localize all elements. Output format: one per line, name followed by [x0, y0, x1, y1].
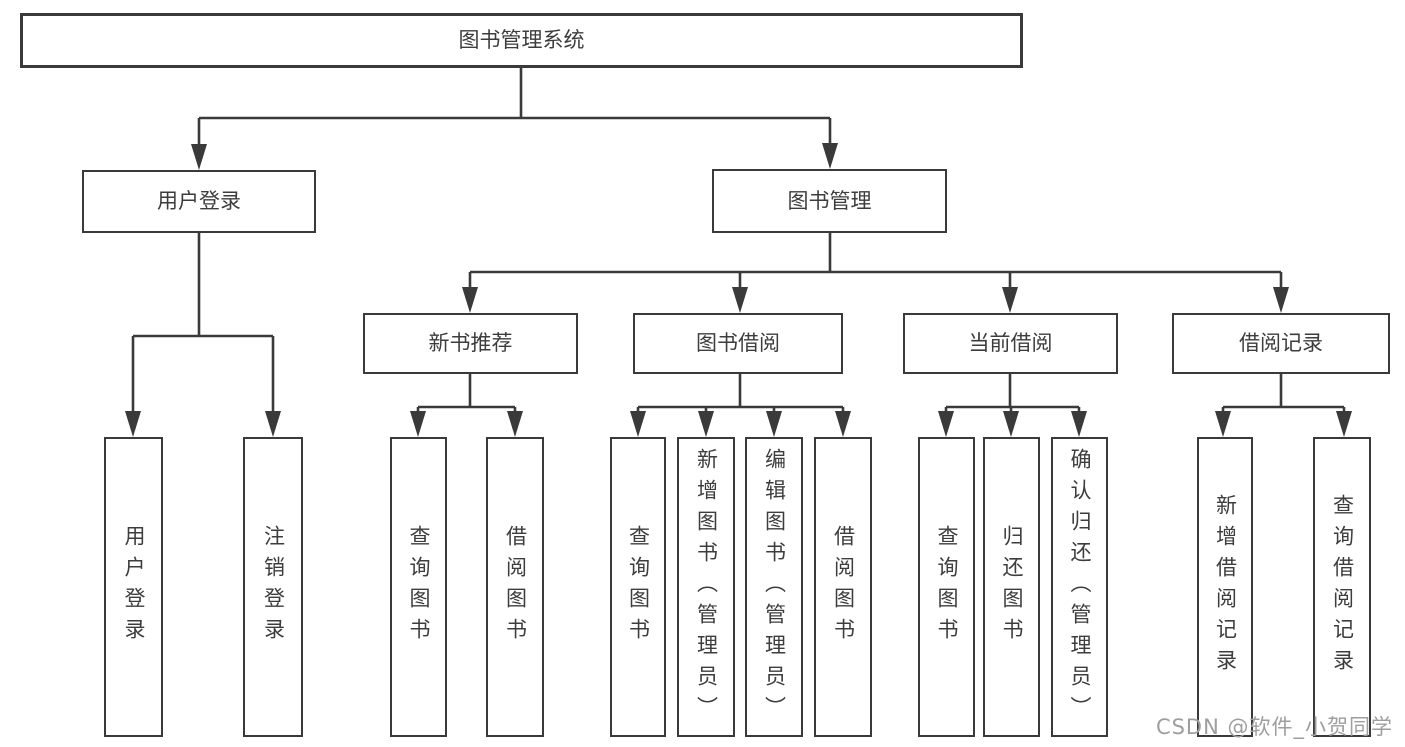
leaf-confirm-return-admin: 确认归还（管理员）	[1051, 437, 1108, 737]
node-user-login-label: 用户登录	[157, 189, 241, 213]
connector-current-borrow-to-leaves	[944, 374, 1081, 413]
leaf-edit-books-admin-label: 编辑图书（管理员）	[762, 447, 787, 727]
leaf-add-borrow-record-label: 新增借阅记录	[1213, 494, 1238, 680]
leaf-logout: 注销登录	[243, 437, 303, 737]
node-root-system: 图书管理系统	[20, 13, 1023, 68]
node-current-borrow-label: 当前借阅	[968, 331, 1053, 355]
leaf-user-login-label: 用户登录	[122, 525, 146, 649]
leaf-newbook-borrow-books-label: 借阅图书	[503, 525, 528, 649]
connector-book-borrow-to-leaves	[636, 374, 845, 413]
leaf-return-books: 归还图书	[983, 437, 1040, 737]
node-borrow-records-label: 借阅记录	[1239, 331, 1323, 355]
leaf-borrow-books: 借阅图书	[814, 437, 872, 737]
leaf-borrow-query-books: 查询图书	[610, 437, 666, 737]
leaf-logout-label: 注销登录	[261, 525, 286, 649]
leaf-newbook-borrow-books: 借阅图书	[486, 437, 544, 737]
leaf-newbook-query-books-label: 查询图书	[407, 525, 431, 649]
leaf-newbook-query-books: 查询图书	[390, 437, 447, 737]
node-current-borrow: 当前借阅	[903, 313, 1118, 374]
leaf-confirm-return-admin-label: 确认归还（管理员）	[1068, 447, 1092, 727]
connector-root-to-level2	[197, 68, 832, 146]
leaf-add-books-admin: 新增图书（管理员）	[677, 437, 735, 737]
leaf-add-books-admin-label: 新增图书（管理员）	[694, 447, 719, 727]
leaf-borrow-books-label: 借阅图书	[831, 525, 856, 649]
leaf-query-borrow-record: 查询借阅记录	[1313, 437, 1371, 737]
node-book-management: 图书管理	[712, 169, 947, 233]
node-user-login: 用户登录	[82, 170, 316, 233]
node-borrow-records: 借阅记录	[1172, 313, 1390, 374]
connector-new-book-to-leaves	[416, 374, 517, 413]
leaf-edit-books-admin: 编辑图书（管理员）	[745, 437, 803, 737]
node-book-management-label: 图书管理	[787, 188, 872, 213]
leaf-borrow-query-books-label: 查询图书	[626, 525, 651, 649]
node-new-book-recommend-label: 新书推荐	[428, 331, 513, 355]
node-book-borrow-label: 图书借阅	[696, 331, 780, 355]
leaf-return-books-label: 归还图书	[1000, 525, 1024, 649]
connector-borrow-records-to-leaves	[1221, 374, 1346, 413]
leaf-user-login: 用户登录	[104, 437, 163, 737]
connector-book-management-to-level3	[468, 233, 1283, 289]
leaf-current-query-books: 查询图书	[918, 437, 975, 737]
csdn-watermark: CSDN @软件_小贺同学	[1155, 715, 1393, 739]
leaf-query-borrow-record-label: 查询借阅记录	[1330, 494, 1355, 680]
leaf-add-borrow-record: 新增借阅记录	[1197, 437, 1253, 737]
node-new-book-recommend: 新书推荐	[363, 313, 578, 374]
node-root-label: 图书管理系统	[458, 28, 585, 52]
node-book-borrow: 图书借阅	[633, 313, 843, 374]
connector-user-login-to-leaves	[131, 233, 275, 413]
leaf-current-query-books-label: 查询图书	[935, 525, 959, 649]
